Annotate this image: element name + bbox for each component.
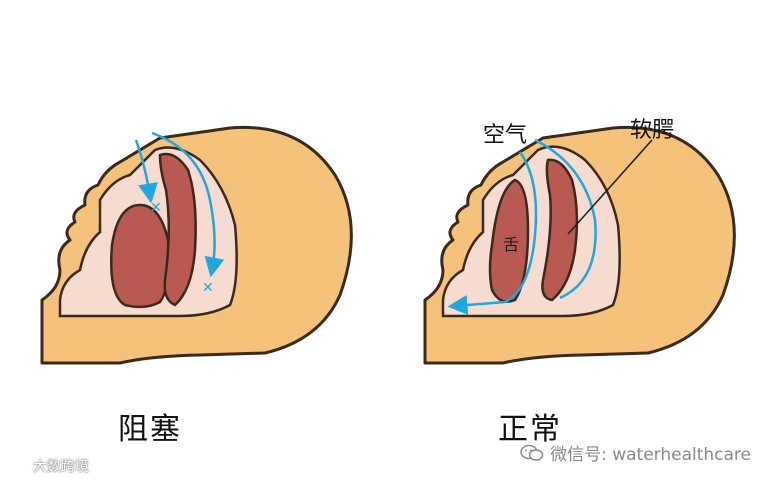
wechat-watermark: 微信号: waterhealthcare (520, 440, 751, 465)
label-soft-palate: 软腭 (630, 112, 674, 144)
right-head-normal (425, 127, 734, 363)
left-block-mark-2: ✕ (202, 280, 214, 296)
caption-obstructed: 阻塞 (118, 404, 182, 448)
left-tongue (111, 205, 169, 307)
corner-watermark: 大数跨境 (8, 456, 89, 476)
label-air: 空气 (483, 117, 527, 149)
left-head-obstructed: ✕ ✕ (42, 127, 351, 363)
label-tongue: 舌 (503, 231, 519, 255)
wechat-id-text: 微信号: waterhealthcare (550, 440, 751, 465)
left-block-mark-1: ✕ (150, 200, 162, 216)
corner-text: 大数跨境 (33, 456, 89, 476)
link-icon (8, 458, 30, 474)
wechat-icon (520, 444, 544, 462)
